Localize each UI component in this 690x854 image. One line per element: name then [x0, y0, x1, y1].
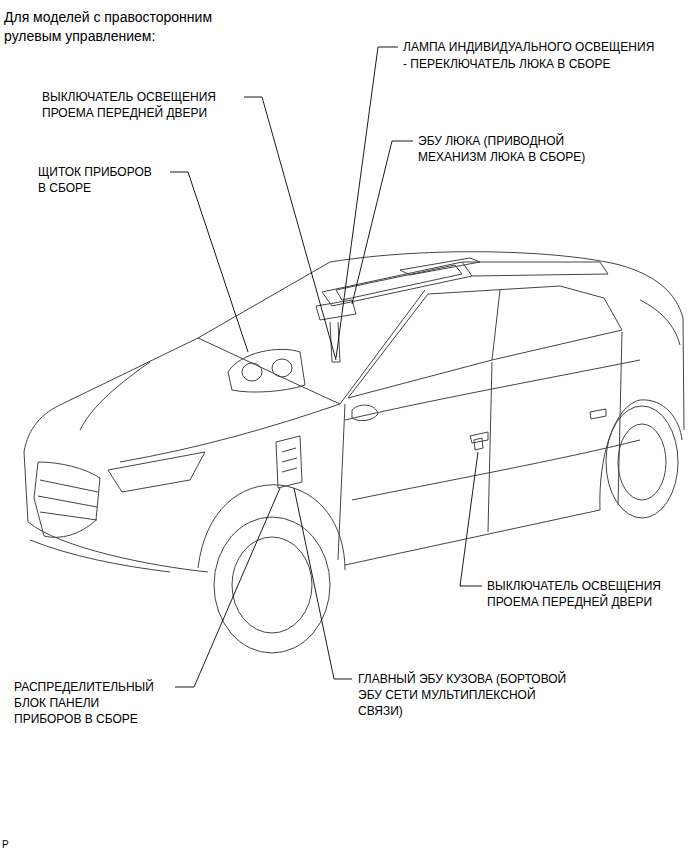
heading-note: Для моделей с правосторонним рулевым упр… — [4, 8, 216, 46]
part-label: ЛАМПА ИНДИВИДУАЛЬНОГО ОСВЕЩЕНИЯ - ПЕРЕКЛ… — [403, 39, 658, 73]
page-mark: P — [2, 839, 12, 851]
part-label: ЭБУ ЛЮКА (ПРИВОДНОЙ МЕХАНИЗМ ЛЮКА В СБОР… — [418, 133, 589, 165]
part-label: ВЫКЛЮЧАТЕЛЬ ОСВЕЩЕНИЯ ПРОЕМА ПЕРЕДНЕЙ ДВ… — [487, 578, 664, 610]
part-label: ГЛАВНЫЙ ЭБУ КУЗОВА (БОРТОВОЙ ЭБУ СЕТИ МУ… — [358, 671, 570, 719]
part-label: ВЫКЛЮЧАТЕЛЬ ОСВЕЩЕНИЯ ПРОЕМА ПЕРЕДНЕЙ ДВ… — [42, 89, 219, 121]
part-label: ЩИТОК ПРИБОРОВ В СБОРЕ — [38, 164, 155, 196]
part-label: РАСПРЕДЕЛИТЕЛЬНЫЙ БЛОК ПАНЕЛИ ПРИБОРОВ В… — [14, 679, 157, 727]
